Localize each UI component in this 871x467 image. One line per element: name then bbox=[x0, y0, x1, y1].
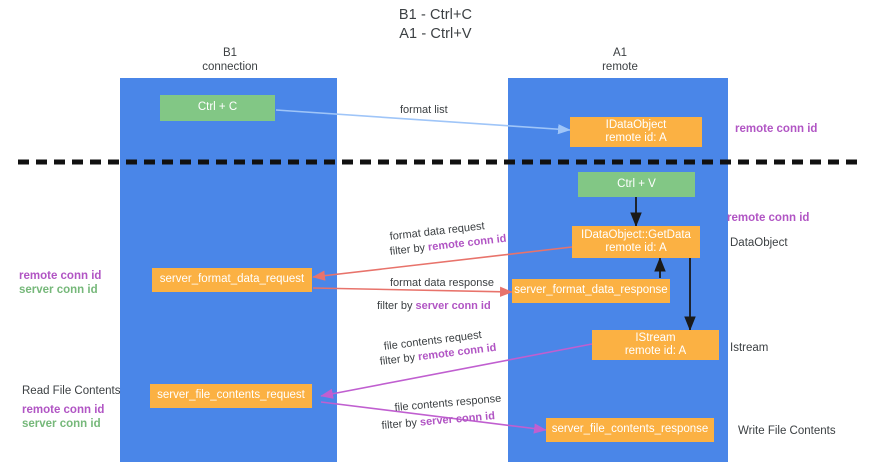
annotation-read-file-contents-text: Read File Contents bbox=[22, 385, 121, 397]
page-title: B1 - Ctrl+C A1 - Ctrl+V bbox=[0, 6, 871, 44]
annotation-istream: Istream bbox=[730, 341, 768, 356]
arrow-file-contents-request bbox=[320, 343, 593, 399]
column-header-a1: A1 remote bbox=[530, 47, 710, 74]
column-header-b1-role: connection bbox=[202, 60, 258, 73]
node-ctrl-v-label: Ctrl + V bbox=[617, 177, 656, 190]
edge-label-format-list: format list bbox=[400, 103, 448, 117]
node-server-file-contents-response[interactable]: server_file_contents_response bbox=[546, 418, 714, 442]
node-istream-line1: IStream bbox=[635, 331, 676, 344]
edge-label-format-data-response-filter: filter by server conn id bbox=[377, 299, 491, 313]
annotation-left-remote-conn-id-mid: remote conn id bbox=[19, 269, 101, 284]
edge-label-filter-prefix: filter by bbox=[389, 241, 429, 258]
annotation-dataobject: DataObject bbox=[730, 236, 788, 251]
annotation-left-remote-conn-id-bottom: remote conn id bbox=[22, 403, 104, 418]
node-ctrl-c-label: Ctrl + C bbox=[197, 101, 238, 114]
arrow-file-contents-response bbox=[320, 401, 547, 434]
edge-label-filter-key-server-conn-id: server conn id bbox=[415, 300, 491, 312]
node-idataobject-line2: remote id: A bbox=[605, 132, 667, 144]
node-ctrl-c[interactable]: Ctrl + C bbox=[160, 95, 275, 121]
node-ctrl-v[interactable]: Ctrl + V bbox=[578, 172, 695, 197]
annotation-remote-conn-id-top: remote conn id bbox=[735, 122, 817, 137]
annotation-remote-conn-id-mid-text: remote conn id bbox=[727, 212, 810, 224]
annotation-left-server-conn-id-bottom: server conn id bbox=[22, 417, 101, 432]
node-server-format-data-request[interactable]: server_format_data_request bbox=[152, 268, 312, 292]
node-server-format-data-response-label: server_format_data_response bbox=[514, 284, 668, 297]
node-getdata-line1: IDataObject::GetData bbox=[581, 228, 691, 241]
page-title-line2: A1 - Ctrl+V bbox=[399, 26, 472, 42]
annotation-left-server-conn-id-bottom-text: server conn id bbox=[22, 418, 101, 430]
page-title-line1: B1 - Ctrl+C bbox=[398, 7, 473, 23]
node-server-format-data-response[interactable]: server_format_data_response bbox=[512, 279, 670, 303]
annotation-remote-conn-id-top-text: remote conn id bbox=[735, 123, 818, 135]
annotation-remote-conn-id-mid: remote conn id bbox=[727, 211, 809, 226]
node-server-format-data-request-label: server_format_data_request bbox=[159, 273, 305, 286]
annotation-write-file-contents-text: Write File Contents bbox=[738, 425, 836, 437]
edge-label-filter-prefix-4: filter by bbox=[381, 416, 421, 432]
node-istream-line2: remote id: A bbox=[624, 345, 687, 357]
column-header-b1-name: B1 bbox=[222, 47, 238, 59]
annotation-write-file-contents: Write File Contents bbox=[738, 424, 836, 439]
annotation-istream-text: Istream bbox=[730, 342, 769, 354]
edge-label-filter-prefix-3: filter by bbox=[379, 351, 419, 368]
arrow-format-list bbox=[275, 109, 571, 135]
node-server-file-contents-response-label: server_file_contents_response bbox=[551, 423, 709, 436]
edge-label-format-data-response-text: format data response bbox=[390, 277, 494, 289]
edge-label-format-data-response: format data response bbox=[390, 276, 494, 290]
edge-label-filter-key-server-conn-id-2: server conn id bbox=[419, 410, 496, 429]
annotation-read-file-contents: Read File Contents bbox=[22, 384, 120, 399]
column-header-b1: B1 connection bbox=[140, 47, 320, 74]
node-idataobject[interactable]: IDataObject remote id: A bbox=[570, 117, 702, 147]
arrow-format-data-response bbox=[312, 286, 513, 297]
annotation-left-remote-conn-id-bottom-text: remote conn id bbox=[22, 404, 105, 416]
node-idataobject-getdata[interactable]: IDataObject::GetData remote id: A bbox=[572, 226, 700, 258]
arrow-format-data-request bbox=[312, 246, 573, 281]
annotation-left-remote-conn-id-mid-text: remote conn id bbox=[19, 270, 102, 282]
node-istream[interactable]: IStream remote id: A bbox=[592, 330, 719, 360]
node-server-file-contents-request[interactable]: server_file_contents_request bbox=[150, 384, 312, 408]
annotation-left-server-conn-id-mid-text: server conn id bbox=[19, 284, 98, 296]
column-header-a1-name: A1 bbox=[612, 47, 628, 59]
column-header-a1-role: remote bbox=[602, 60, 638, 73]
annotation-dataobject-text: DataObject bbox=[730, 237, 788, 249]
node-idataobject-line1: IDataObject bbox=[605, 118, 667, 131]
node-getdata-line2: remote id: A bbox=[605, 242, 667, 254]
edge-label-format-list-text: format list bbox=[400, 104, 448, 116]
edge-label-filter-prefix-2: filter by bbox=[377, 300, 416, 312]
annotation-left-server-conn-id-mid: server conn id bbox=[19, 283, 98, 298]
node-server-file-contents-request-label: server_file_contents_request bbox=[157, 389, 305, 402]
